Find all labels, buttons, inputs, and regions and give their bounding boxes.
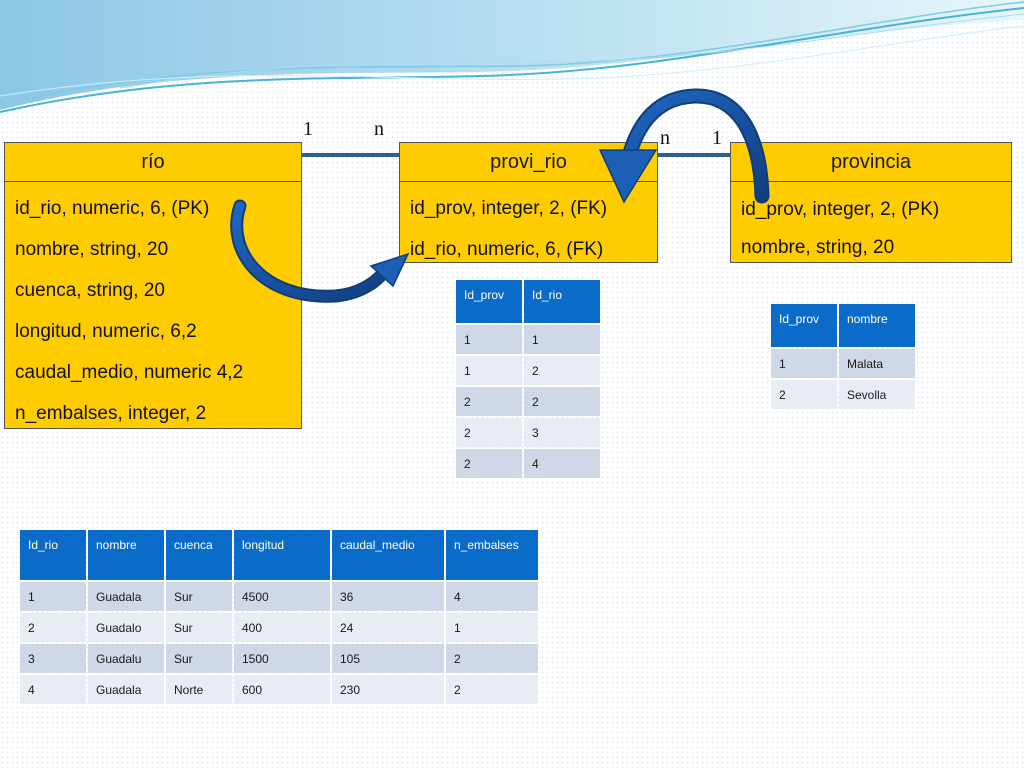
table-cell: Guadalo bbox=[88, 613, 164, 642]
table-cell: 105 bbox=[332, 644, 444, 673]
cardinality-provi-rio-many-left: n bbox=[374, 118, 384, 140]
table-cell: 36 bbox=[332, 582, 444, 611]
table-cell: 400 bbox=[234, 613, 330, 642]
table-cell: Sur bbox=[166, 644, 232, 673]
table-cell: 1 bbox=[456, 356, 522, 385]
table-cell: 2 bbox=[446, 644, 538, 673]
table-cell: Sur bbox=[166, 613, 232, 642]
provi-rio-field-id-rio: id_rio, numeric, 6, (FK) bbox=[410, 239, 604, 260]
table-cell: 600 bbox=[234, 675, 330, 704]
cardinality-provi-rio-many-right: n bbox=[660, 127, 670, 149]
table-header: Id_rio bbox=[20, 530, 86, 580]
table-cell: 1 bbox=[771, 349, 837, 378]
arrow-provincia-to-provi-rio-icon bbox=[598, 88, 770, 204]
table-cell: 4500 bbox=[234, 582, 330, 611]
table-cell: 2 bbox=[456, 418, 522, 447]
table-cell: Sevolla bbox=[839, 380, 915, 409]
entity-rio: río id_rio, numeric, 6, (PK) nombre, str… bbox=[4, 142, 302, 429]
table-cell: 1 bbox=[446, 613, 538, 642]
table-header: nombre bbox=[88, 530, 164, 580]
header-swoosh-decoration bbox=[0, 0, 1024, 113]
entity-provincia: provincia id_prov, integer, 2, (PK) nomb… bbox=[730, 142, 1012, 263]
table-cell: 2 bbox=[456, 387, 522, 416]
table-header: caudal_medio bbox=[332, 530, 444, 580]
entity-provincia-title: provincia bbox=[731, 143, 1011, 182]
cardinality-rio-one: 1 bbox=[303, 118, 313, 140]
rio-field-id-rio: id_rio, numeric, 6, (PK) bbox=[15, 198, 210, 219]
table-cell: Guadalu bbox=[88, 644, 164, 673]
table-cell: Malata bbox=[839, 349, 915, 378]
rio-field-cuenca: cuenca, string, 20 bbox=[15, 280, 165, 301]
rio-field-longitud: longitud, numeric, 6,2 bbox=[15, 321, 197, 342]
table-cell: 1 bbox=[456, 325, 522, 354]
table-header: Id_prov bbox=[771, 304, 837, 347]
table-header: Id_prov bbox=[456, 280, 522, 323]
table-cell: Norte bbox=[166, 675, 232, 704]
table-cell: 2 bbox=[20, 613, 86, 642]
table-cell: 2 bbox=[524, 387, 600, 416]
table-header: cuenca bbox=[166, 530, 232, 580]
table-cell: Guadala bbox=[88, 582, 164, 611]
table-cell: 4 bbox=[524, 449, 600, 478]
table-cell: 4 bbox=[20, 675, 86, 704]
table-header: n_embalses bbox=[446, 530, 538, 580]
table-cell: 2 bbox=[771, 380, 837, 409]
table-cell: 2 bbox=[456, 449, 522, 478]
table-cell: 1 bbox=[20, 582, 86, 611]
table-cell: 2 bbox=[446, 675, 538, 704]
table-cell: 3 bbox=[524, 418, 600, 447]
table-cell: Guadala bbox=[88, 675, 164, 704]
provincia-field-id-prov: id_prov, integer, 2, (PK) bbox=[741, 199, 940, 220]
arrow-rio-to-provi-rio-icon bbox=[230, 199, 410, 303]
table-rio: Id_rio nombre cuenca longitud caudal_med… bbox=[18, 528, 540, 706]
table-cell: 3 bbox=[20, 644, 86, 673]
table-cell: 24 bbox=[332, 613, 444, 642]
table-header: longitud bbox=[234, 530, 330, 580]
table-cell: 1 bbox=[524, 325, 600, 354]
table-cell: 4 bbox=[446, 582, 538, 611]
table-cell: 2 bbox=[524, 356, 600, 385]
entity-rio-title: río bbox=[5, 143, 301, 182]
table-cell: 230 bbox=[332, 675, 444, 704]
provincia-field-nombre: nombre, string, 20 bbox=[741, 237, 895, 258]
rio-field-caudal-medio: caudal_medio, numeric 4,2 bbox=[15, 362, 244, 383]
table-header: Id_rio bbox=[524, 280, 600, 323]
provi-rio-field-id-prov: id_prov, integer, 2, (FK) bbox=[410, 198, 608, 219]
rio-field-n-embalses: n_embalses, integer, 2 bbox=[15, 403, 207, 424]
table-cell: Sur bbox=[166, 582, 232, 611]
rio-field-nombre: nombre, string, 20 bbox=[15, 239, 169, 260]
table-header: nombre bbox=[839, 304, 915, 347]
entity-provi-rio-title: provi_rio bbox=[400, 143, 657, 182]
cardinality-provincia-one: 1 bbox=[712, 127, 722, 149]
table-cell: 1500 bbox=[234, 644, 330, 673]
